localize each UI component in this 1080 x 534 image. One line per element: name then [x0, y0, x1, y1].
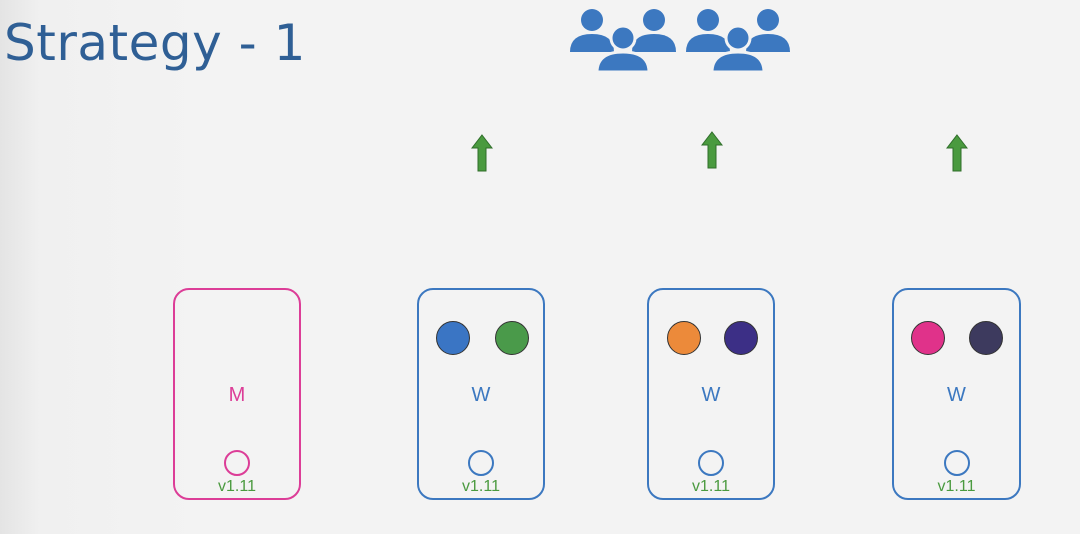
users-group-icon — [570, 9, 790, 74]
worker-node: W v1.11 — [417, 288, 545, 500]
up-arrow-icon — [471, 134, 493, 172]
up-arrow-icon — [701, 131, 723, 169]
node-label: W — [947, 384, 966, 406]
node-label: W — [701, 384, 721, 406]
pod-icon — [911, 321, 945, 355]
kubelet-icon — [943, 450, 970, 476]
node-version: v1.11 — [692, 478, 730, 495]
master-node: M v1.11 — [173, 288, 301, 500]
kubelet-icon — [224, 450, 250, 476]
node-version: v1.11 — [218, 478, 256, 495]
kubelet-icon — [468, 450, 494, 476]
pod-icon — [436, 321, 470, 355]
pod-icon — [495, 321, 529, 355]
kubelet-icon — [698, 450, 724, 476]
node-version: v1.11 — [937, 478, 976, 495]
node-version: v1.11 — [462, 478, 500, 495]
page-title: Strategy - 1 — [4, 14, 306, 72]
worker-node: W v1.11 — [892, 288, 1021, 500]
pod-icon — [969, 321, 1003, 355]
node-label: W — [471, 384, 491, 406]
worker-node: W v1.11 — [647, 288, 775, 500]
node-label: M — [228, 384, 246, 406]
up-arrow-icon — [946, 134, 968, 172]
pod-icon — [724, 321, 758, 355]
pod-icon — [667, 321, 701, 355]
